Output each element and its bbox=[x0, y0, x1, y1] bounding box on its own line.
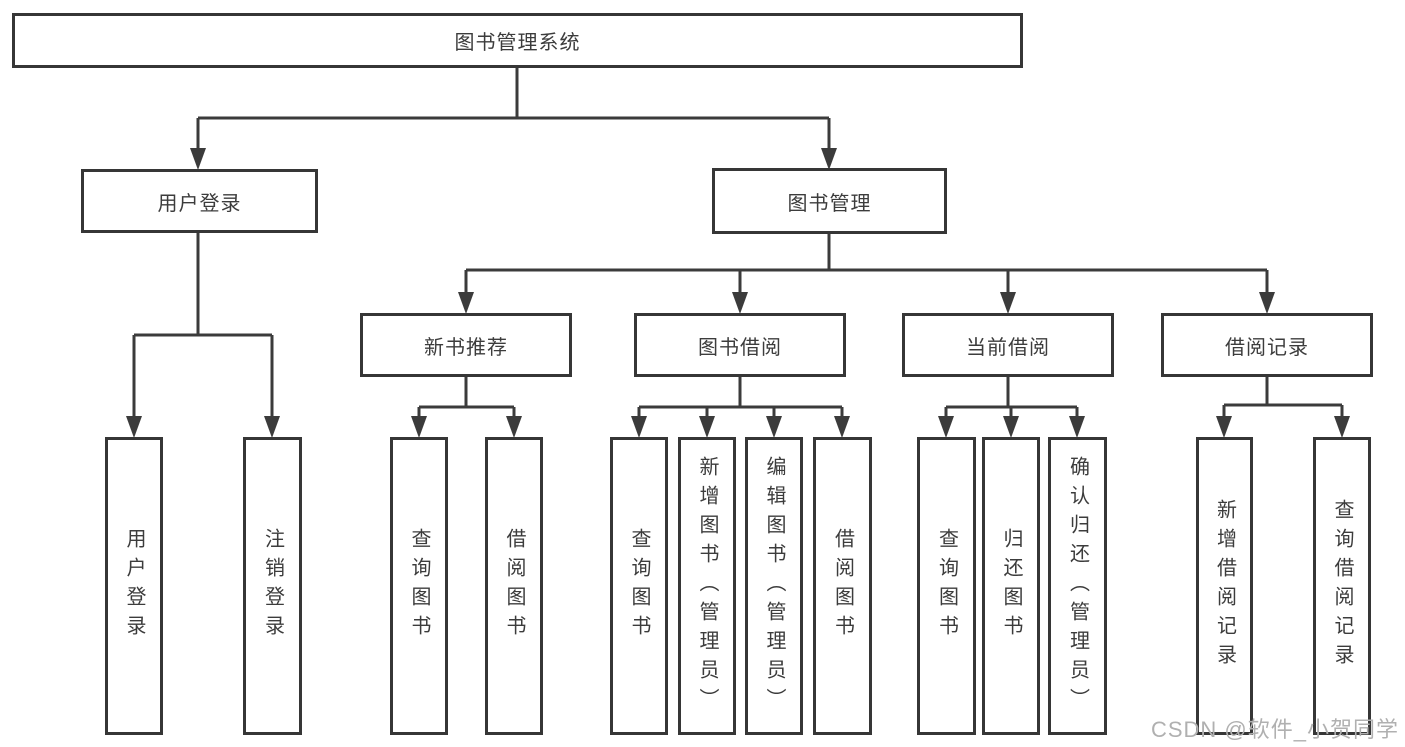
leaf-search-books-recommend: 查询图书 bbox=[390, 437, 448, 735]
leaf-search-books-borrow: 查询图书 bbox=[610, 437, 668, 735]
leaf-add-books-admin: 新增图书（管理员） bbox=[678, 437, 736, 735]
arrow-icon bbox=[821, 148, 837, 170]
node-label: 查询图书 bbox=[628, 528, 650, 644]
node-label: 当前借阅 bbox=[966, 336, 1050, 359]
arrow-icon bbox=[631, 416, 647, 438]
watermark-text: CSDN @软件_小贺同学 bbox=[1150, 717, 1399, 742]
connector-paths bbox=[132, 68, 1344, 420]
node-label: 归还图书 bbox=[1000, 528, 1022, 644]
node-label: 图书管理系统 bbox=[454, 32, 581, 54]
node-label: 查询图书 bbox=[408, 528, 430, 644]
node-label: 注销登录 bbox=[261, 528, 284, 644]
arrow-icon bbox=[126, 416, 142, 438]
node-label: 图书管理 bbox=[787, 192, 872, 215]
leaf-return-books: 归还图书 bbox=[982, 437, 1040, 735]
node-label: 用户登录 bbox=[123, 528, 145, 644]
arrow-icon bbox=[732, 292, 748, 314]
arrow-icon bbox=[506, 416, 522, 438]
leaf-search-books-current: 查询图书 bbox=[917, 437, 976, 735]
arrow-icon bbox=[1003, 416, 1019, 438]
node-new-book-recommend: 新书推荐 bbox=[360, 313, 572, 377]
node-label: 编辑图书（管理员） bbox=[763, 455, 785, 717]
leaf-logout: 注销登录 bbox=[243, 437, 302, 735]
node-label: 查询借阅记录 bbox=[1331, 499, 1353, 673]
node-label: 新书推荐 bbox=[424, 336, 508, 359]
leaf-confirm-return-admin: 确认归还（管理员） bbox=[1048, 437, 1107, 735]
node-book-borrowing: 图书借阅 bbox=[634, 313, 846, 377]
arrow-icon bbox=[1216, 416, 1232, 438]
leaf-user-login: 用户登录 bbox=[105, 437, 163, 735]
arrow-icon bbox=[834, 416, 850, 438]
node-label: 查询图书 bbox=[935, 528, 958, 644]
arrow-icon bbox=[766, 416, 782, 438]
node-label: 确认归还（管理员） bbox=[1066, 455, 1089, 717]
arrow-icon bbox=[411, 416, 427, 438]
leaf-edit-books-admin: 编辑图书（管理员） bbox=[745, 437, 803, 735]
arrow-icon bbox=[1069, 416, 1085, 438]
leaf-add-borrow-record: 新增借阅记录 bbox=[1196, 437, 1253, 735]
node-borrowing-records: 借阅记录 bbox=[1161, 313, 1373, 377]
node-label: 新增图书（管理员） bbox=[696, 455, 718, 717]
arrow-icon bbox=[1259, 292, 1275, 314]
arrow-icon bbox=[1000, 292, 1016, 314]
leaf-borrow-books: 借阅图书 bbox=[813, 437, 872, 735]
node-root-system: 图书管理系统 bbox=[12, 13, 1023, 68]
arrow-icon bbox=[264, 416, 280, 438]
leaf-borrow-books-recommend: 借阅图书 bbox=[485, 437, 543, 735]
arrow-icon bbox=[190, 148, 206, 170]
leaf-search-borrow-record: 查询借阅记录 bbox=[1313, 437, 1371, 735]
node-user-login: 用户登录 bbox=[81, 169, 318, 233]
arrow-icon bbox=[458, 292, 474, 314]
node-label: 借阅记录 bbox=[1225, 336, 1309, 359]
node-label: 用户登录 bbox=[157, 192, 242, 215]
arrow-icon bbox=[699, 416, 715, 438]
arrow-icon bbox=[938, 416, 954, 438]
node-label: 图书借阅 bbox=[698, 336, 782, 359]
node-book-management: 图书管理 bbox=[712, 168, 947, 234]
arrow-icon bbox=[1334, 416, 1350, 438]
node-label: 借阅图书 bbox=[831, 528, 854, 644]
arrowheads bbox=[126, 148, 1350, 438]
node-current-borrowing: 当前借阅 bbox=[902, 313, 1114, 377]
node-label: 借阅图书 bbox=[503, 528, 525, 644]
node-label: 新增借阅记录 bbox=[1213, 499, 1236, 673]
